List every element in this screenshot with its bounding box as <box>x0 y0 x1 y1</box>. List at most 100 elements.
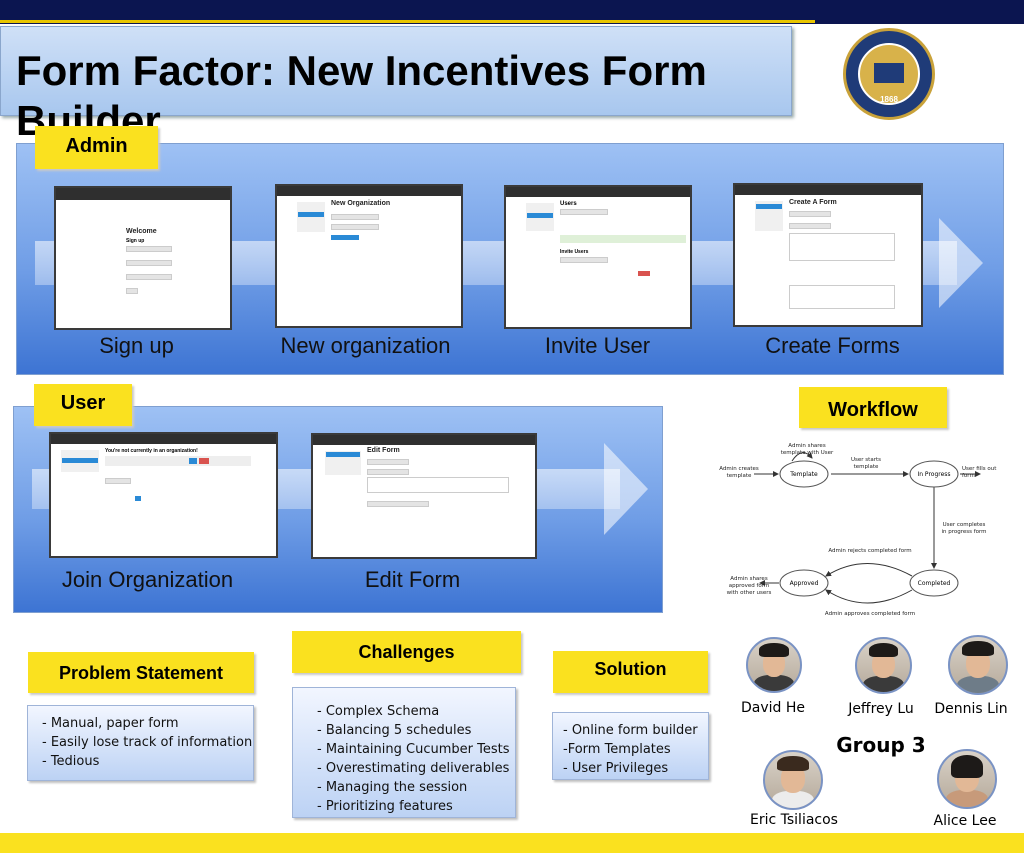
screenshot-sidebar-active <box>756 204 782 209</box>
screenshot-sidebar-active <box>326 452 360 457</box>
screenshot-sidebar-active <box>62 458 98 463</box>
workflow-node-label: Template <box>789 471 818 478</box>
workflow-label-user-fills: User fills out form <box>962 466 997 479</box>
member-name: David He <box>740 700 805 716</box>
screenshot-navbar <box>506 187 690 197</box>
avatar-eric-tsiliacos <box>763 750 823 810</box>
caption-invite-user: Invite User <box>544 333 651 358</box>
screenshot-field <box>367 469 409 475</box>
problem-item: - Easily lose track of information <box>42 735 253 750</box>
solution-item: - Online form builder <box>563 723 698 738</box>
workflow-edge <box>825 563 913 577</box>
screenshot-field <box>560 257 608 263</box>
workflow-node-label: Completed <box>918 580 951 587</box>
top-accent-line <box>0 20 815 23</box>
screenshot-field <box>789 223 831 229</box>
avatar-dennis-lin <box>948 635 1008 695</box>
problem-statement-tag: Problem Statement <box>28 652 254 693</box>
university-seal-logo: 1868 <box>843 28 935 120</box>
workflow-tag: Workflow <box>799 387 947 428</box>
screenshot-field <box>105 478 131 484</box>
problem-item: - Tedious <box>42 754 100 769</box>
solution-item: - User Privileges <box>563 761 669 776</box>
screenshot-table <box>789 285 895 309</box>
screenshot-panel <box>789 233 895 261</box>
screenshot-button <box>331 235 359 240</box>
screenshot-field <box>367 459 409 465</box>
avatar-alice-lee <box>937 749 997 809</box>
solution-item: -Form Templates <box>563 742 671 757</box>
avatar-jeffrey-lu <box>855 637 912 694</box>
screenshot-field <box>331 214 379 220</box>
problem-item: - Manual, paper form <box>42 716 179 731</box>
screenshot-sidebar-active <box>527 213 553 218</box>
admin-arrow-head <box>939 218 983 308</box>
caption-edit-form: Edit Form <box>364 567 461 592</box>
user-tag: User <box>34 384 132 426</box>
screenshot-table <box>367 477 509 493</box>
bottom-bar <box>0 833 1024 853</box>
screenshot-heading: Welcome <box>126 228 157 235</box>
caption-create-forms: Create Forms <box>765 333 900 358</box>
screenshot-field <box>126 260 172 266</box>
workflow-edge <box>791 452 813 462</box>
workflow-edge <box>825 589 913 604</box>
create-forms-screenshot: Create A Form <box>733 183 923 327</box>
workflow-diagram: Template In Progress Approved Completed <box>754 452 981 604</box>
screenshot-field <box>560 209 608 215</box>
screenshot-navbar <box>56 188 230 200</box>
workflow-node-label: In Progress <box>917 471 950 478</box>
screenshot-alert <box>560 235 686 243</box>
screenshot-decline-button <box>199 458 209 464</box>
challenge-item: - Maintaining Cucumber Tests <box>317 742 510 757</box>
screenshot-button <box>135 496 141 501</box>
screenshot-navbar <box>735 185 921 195</box>
screenshot-heading: Create A Form <box>789 199 837 206</box>
member-name: Dennis Lin <box>934 701 1008 717</box>
solution-box: - Online form builder -Form Templates - … <box>552 712 709 780</box>
screenshot-buttons <box>367 501 429 507</box>
screenshot-navbar <box>277 186 461 196</box>
join-organization-screenshot: You're not currently in an organization! <box>49 432 278 558</box>
member-name: Alice Lee <box>933 813 997 829</box>
workflow-label-admin-rejects: Admin rejects completed form <box>828 548 912 554</box>
workflow-node-approved <box>779 569 829 597</box>
workflow-node-label: Approved <box>790 580 819 587</box>
member-name: Eric Tsiliacos <box>750 812 838 828</box>
screenshot-field <box>126 274 172 280</box>
group-label: Group 3 <box>836 733 926 757</box>
screenshot-field <box>331 224 379 230</box>
seal-year: 1868 <box>880 95 898 104</box>
screenshot-subheading: Sign up <box>126 238 145 244</box>
screenshot-subheading: Invite Users <box>560 249 589 255</box>
problem-statement-box: - Manual, paper form - Easily lose track… <box>27 705 254 781</box>
solution-tag: Solution <box>553 651 708 693</box>
screenshot-button <box>126 288 138 294</box>
signup-screenshot: Welcome Sign up <box>54 186 232 330</box>
workflow-label-user-completes: User completes in progress form <box>941 522 987 535</box>
challenges-box: - Complex Schema - Balancing 5 schedules… <box>292 687 516 818</box>
avatar-david-he <box>746 637 802 693</box>
member-name: Jeffrey Lu <box>848 701 914 717</box>
caption-sign-up: Sign up <box>99 333 174 358</box>
workflow-node-template <box>779 460 829 488</box>
screenshot-sidebar <box>297 202 325 232</box>
challenge-item: - Managing the session <box>317 780 468 795</box>
caption-new-organization: New organization <box>280 333 451 358</box>
screenshot-heading: New Organization <box>331 200 391 207</box>
screenshot-field <box>126 246 172 252</box>
screenshot-heading: You're not currently in an organization! <box>105 448 198 454</box>
title-box <box>0 26 792 116</box>
challenge-item: - Overestimating deliverables <box>317 761 510 776</box>
user-arrow-head <box>604 443 648 535</box>
challenge-item: - Balancing 5 schedules <box>317 723 472 738</box>
invite-user-screenshot: Users Invite Users <box>504 185 692 329</box>
admin-tag: Admin <box>35 126 158 169</box>
workflow-label-admin-approves: Admin approves completed form <box>824 611 916 617</box>
screenshot-field <box>789 211 831 217</box>
screenshot-accept-button <box>189 458 197 464</box>
challenges-tag: Challenges <box>292 631 521 673</box>
workflow-node-completed <box>909 569 959 597</box>
seal-emblem <box>858 43 920 105</box>
seal-book-icon <box>874 63 904 83</box>
